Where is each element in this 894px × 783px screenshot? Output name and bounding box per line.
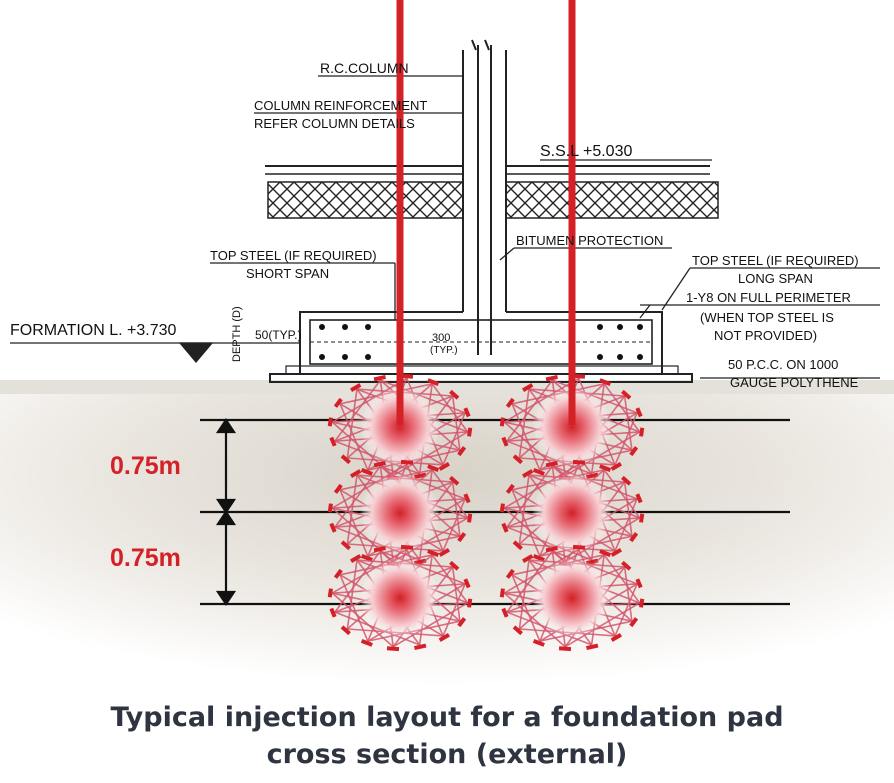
- layer-lines: [200, 418, 790, 606]
- dimension-arrows: [215, 418, 237, 606]
- label-formation-level: FORMATION L. +3.730: [10, 322, 177, 339]
- label-perimeter: 1-Y8 ON FULL PERIMETER: [686, 290, 851, 305]
- caption-line-2: cross section (external): [266, 739, 628, 770]
- label-when-top-steel: (WHEN TOP STEEL IS: [700, 310, 834, 325]
- injection-point: [327, 544, 473, 652]
- spacing-label-top: 0.75m: [110, 452, 181, 480]
- injection-point: [499, 459, 645, 567]
- label-rc-column: R.C.COLUMN: [320, 60, 409, 76]
- rc-column: [462, 39, 507, 355]
- label-top-steel-long: TOP STEEL (IF REQUIRED): [692, 253, 859, 268]
- injection-point: [327, 373, 473, 481]
- label-long-span: LONG SPAN: [738, 271, 813, 286]
- label-depth: DEPTH (D): [231, 306, 243, 362]
- ground-slab: [265, 165, 719, 219]
- label-50-typ: 50(TYP.): [255, 328, 301, 342]
- label-column-reinforcement: COLUMN REINFORCEMENT: [254, 98, 427, 113]
- rebar-dots: [319, 324, 643, 360]
- soil-background: [0, 385, 894, 685]
- spacing-label-bottom: 0.75m: [110, 544, 181, 572]
- pad-footing: [269, 311, 693, 383]
- label-not-provided: NOT PROVIDED): [714, 328, 817, 343]
- drawing-labels: R.C.COLUMN COLUMN REINFORCEMENT REFER CO…: [10, 60, 859, 390]
- label-bitumen: BITUMEN PROTECTION: [516, 233, 663, 248]
- label-ssl: S.S.L +5.030: [540, 143, 632, 160]
- label-polythene: GAUGE POLYTHENE: [730, 375, 859, 390]
- caption-line-1: Typical injection layout for a foundatio…: [110, 702, 784, 733]
- label-300-typ: (TYP.): [430, 345, 458, 356]
- label-refer-column-details: REFER COLUMN DETAILS: [254, 116, 415, 131]
- label-pcc: 50 P.C.C. ON 1000: [728, 357, 838, 372]
- label-top-steel-short: TOP STEEL (IF REQUIRED): [210, 248, 377, 263]
- label-300: 300: [432, 332, 450, 344]
- injection-point: [499, 544, 645, 652]
- injection-point: [499, 373, 645, 481]
- label-short-span: SHORT SPAN: [246, 266, 329, 281]
- injection-point: [327, 459, 473, 567]
- injection-rods: [396, 0, 576, 425]
- injection-lattices: [327, 373, 645, 652]
